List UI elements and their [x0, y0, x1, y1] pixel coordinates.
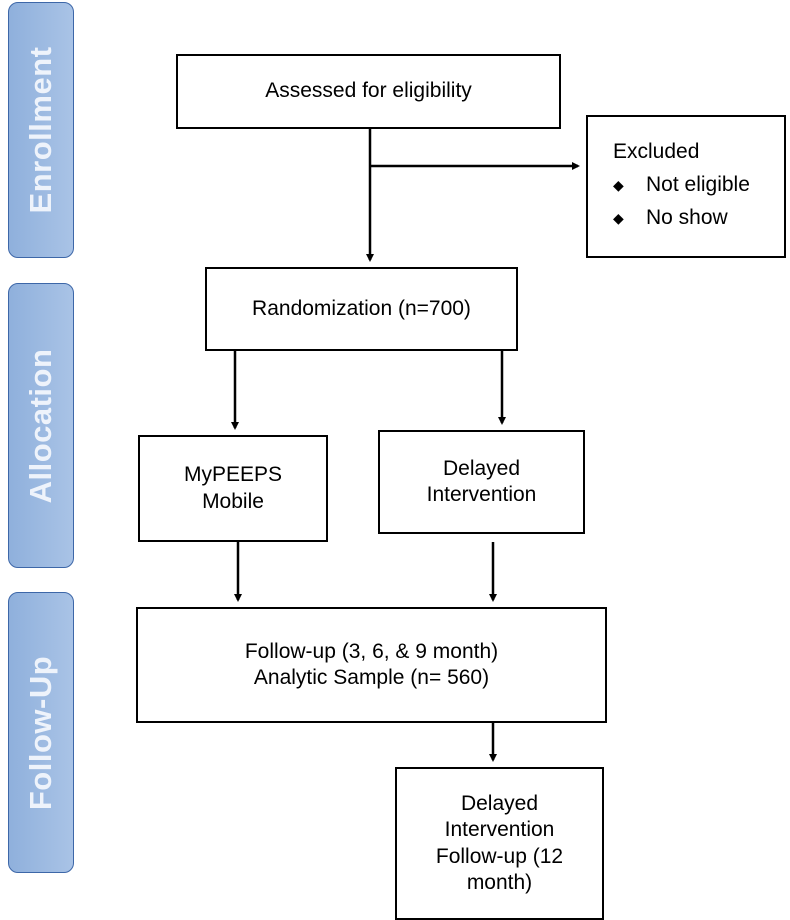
mypeeps-line: MyPEEPS [183, 463, 283, 487]
mypeeps-line: Mobile [202, 489, 264, 513]
delayed-fu-line: Follow-up (12 [435, 844, 564, 868]
assessed-label: Assessed for eligibility [265, 79, 472, 103]
follow-up-line: Follow-up (3, 6, & 9 month) [244, 639, 499, 663]
delayed-fu-line: Intervention [444, 818, 555, 842]
delayed-fu-line: month) [466, 870, 533, 894]
excluded-box: Excluded ◆ Not eligible ◆ No show [586, 115, 786, 258]
excluded-item-label: Not eligible [646, 173, 750, 196]
phase-enrollment: Enrollment [8, 2, 74, 258]
excluded-title: Excluded [613, 140, 700, 163]
follow-up-box: Follow-up (3, 6, & 9 month) Analytic Sam… [136, 607, 607, 723]
diamond-bullet-icon: ◆ [613, 209, 624, 226]
mypeeps-box: MyPEEPS Mobile [138, 435, 328, 542]
delayed-line: Delayed [442, 456, 521, 480]
phase-allocation: Allocation [8, 283, 74, 568]
delayed-fu-line: Delayed [460, 792, 539, 815]
excluded-item: ◆ No show [613, 206, 784, 230]
assessed-box: Assessed for eligibility [176, 54, 561, 129]
delayed-line: Intervention [426, 483, 537, 506]
excluded-item: ◆ Not eligible [613, 173, 784, 197]
delayed-follow-up-box: Delayed Intervention Follow-up (12 month… [395, 767, 604, 920]
follow-up-line: Analytic Sample (n= 560) [253, 666, 490, 689]
diamond-bullet-icon: ◆ [613, 176, 624, 193]
delayed-intervention-box: Delayed Intervention [378, 430, 585, 534]
randomization-box: Randomization (n=700) [205, 267, 518, 351]
excluded-item-label: No show [646, 206, 728, 229]
phase-follow-up: Follow-Up [8, 592, 74, 873]
randomization-label: Randomization (n=700) [252, 296, 471, 320]
